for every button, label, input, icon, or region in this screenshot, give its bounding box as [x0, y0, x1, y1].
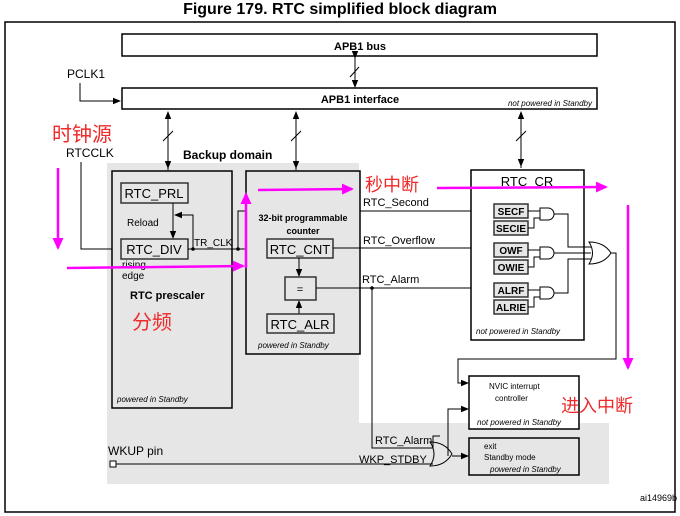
- rtc-prl-register: [120, 182, 189, 204]
- compare-label: =: [297, 284, 303, 296]
- rtc-second-line: [237, 207, 493, 249]
- apb1-interface-label: APB1 interface: [321, 94, 399, 106]
- bus-slash: [290, 130, 302, 142]
- wkup-pin-label: WKUP pin: [108, 444, 163, 458]
- standby-note: powered in Standby: [489, 465, 562, 474]
- apb1-interface-box: [121, 87, 598, 110]
- reload-label: Reload: [127, 218, 159, 229]
- wakeup-to-nvic: [447, 405, 469, 456]
- or-input-1: [554, 213, 591, 248]
- pclk1-line: [79, 83, 121, 105]
- gate-input: [528, 217, 540, 229]
- pclk1-label: PCLK1: [67, 67, 105, 81]
- rtc-cr-note: not powered in Standby: [476, 327, 561, 336]
- figure-title: Figure 179. RTC simplified block diagram: [183, 1, 497, 18]
- prescaler-note: powered in Standby: [116, 395, 189, 404]
- and-gate-alarm: [539, 286, 555, 300]
- reload-feedback: [174, 211, 194, 249]
- owf-label: OWF: [499, 246, 522, 257]
- apb1-interface-note: not powered in Standby: [508, 99, 593, 108]
- standby-line2: Standby mode: [484, 453, 536, 462]
- wkp-stdby-label: WKP_STDBY: [359, 454, 428, 466]
- annotation-enter-interrupt: 进入中断: [561, 396, 633, 417]
- wakeup-or-gate: [429, 441, 453, 467]
- edge-label: edge: [122, 271, 145, 282]
- annotation-arrow-to-cr: [436, 181, 608, 193]
- tr-clk-label: TR_CLK: [194, 238, 233, 249]
- rtc-alarm-label-2: RTC_Alarm: [375, 435, 432, 447]
- and-gate-second: [539, 207, 555, 221]
- or-input-3: [554, 258, 591, 294]
- rtc-prescaler-title: RTC prescaler: [130, 290, 205, 302]
- alrf-label: ALRF: [498, 286, 525, 297]
- annotation-arrow-to-counter: [66, 260, 245, 272]
- secf-label: SECF: [498, 207, 525, 218]
- nvic-note: not powered in Standby: [477, 418, 562, 427]
- apb1-bus-box: [121, 33, 598, 57]
- rtcclk-label: RTCCLK: [66, 146, 114, 160]
- backup-domain-label: Backup domain: [183, 148, 272, 162]
- counter-title-2: counter: [286, 226, 320, 236]
- bus-slash: [515, 130, 527, 142]
- annotation-clock-source: 时钟源: [52, 122, 112, 146]
- nvic-line2: controller: [495, 394, 528, 403]
- alrie-label: ALRIE: [496, 303, 526, 314]
- rtc-prescaler-block: [111, 170, 233, 409]
- standby-line1: exit: [484, 442, 497, 451]
- bus-slash: [349, 66, 360, 78]
- rtc-alr-label: RTC_ALR: [270, 317, 329, 332]
- interrupt-line: [457, 252, 617, 387]
- exit-standby-block: [468, 437, 580, 476]
- and-gates: [528, 207, 555, 308]
- wkup-pin-terminal: [109, 460, 117, 468]
- rtc-overflow-label: RTC_Overflow: [363, 235, 435, 247]
- nvic-line1: NVIC interrupt: [489, 382, 540, 391]
- rising-label: rising: [122, 260, 146, 271]
- counter-title-1: 32-bit programmable: [258, 213, 347, 223]
- annotation-divide: 分频: [132, 310, 172, 334]
- bus-slash: [162, 130, 174, 142]
- nvic-block: [468, 375, 580, 430]
- rtc-alarm-label: RTC_Alarm: [362, 274, 419, 286]
- gate-input: [528, 296, 540, 308]
- owie-label: OWIE: [498, 263, 525, 274]
- rtc-alr-register: [266, 313, 335, 334]
- rtc-cnt-label: RTC_CNT: [270, 242, 330, 257]
- counter-note: powered in Standby: [257, 341, 330, 350]
- rtc-cr-title: RTC_CR: [501, 174, 554, 189]
- rtc-div-label: RTC_DIV: [126, 242, 182, 257]
- annotation-arrow-right: [257, 183, 354, 195]
- rtc-second-label: RTC_Second: [363, 197, 429, 209]
- and-gate-overflow: [539, 246, 555, 260]
- rtcclk-line: [80, 162, 121, 253]
- apb1-bus-label: APB1 bus: [334, 41, 386, 53]
- secie-label: SECIE: [496, 224, 526, 235]
- figure-id: ai14969b: [640, 493, 677, 503]
- gate-input: [528, 256, 540, 268]
- annotation-second-interrupt: 秒中断: [365, 175, 419, 196]
- rtc-cr-flags: SECF SECIE OWF OWIE ALRF ALRIE: [493, 203, 529, 315]
- or-gate: [588, 241, 612, 265]
- rtc-prl-label: RTC_PRL: [124, 186, 183, 201]
- figure-frame: [4, 21, 676, 513]
